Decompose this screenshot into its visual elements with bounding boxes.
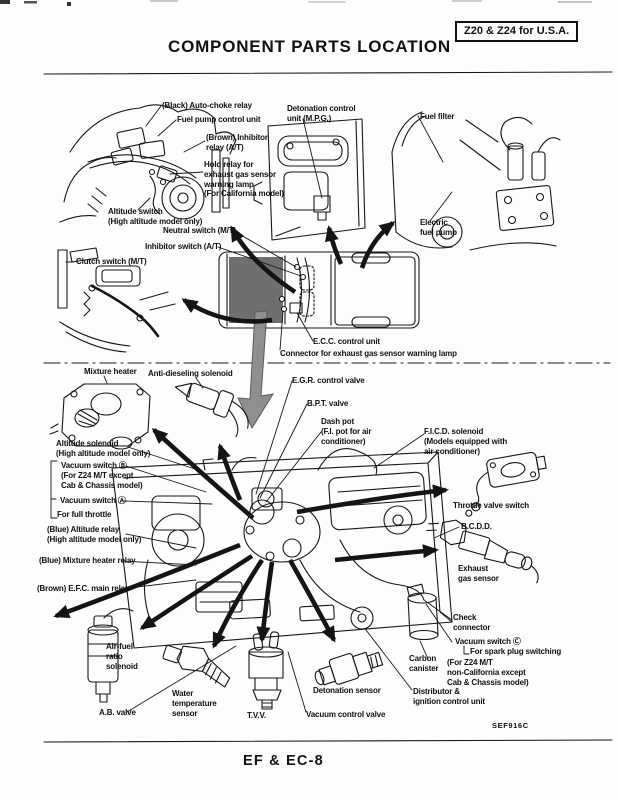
label-altitude-solenoid: Altitude solenoid (High altitude model o… xyxy=(56,439,151,458)
clutch-pedal-inset xyxy=(57,247,176,353)
label-egr-control-valve: E.G.R. control valve xyxy=(292,376,365,385)
label-fuel-pump-control-unit: Fuel pump control unit xyxy=(177,115,261,124)
label-auto-choke-relay: (Black) Auto-choke relay xyxy=(162,101,252,110)
label-clutch-switch: Clutch switch (M/T) xyxy=(76,257,147,266)
truck-top-view xyxy=(218,251,420,329)
mixture-heater-part xyxy=(49,383,151,450)
label-vacuum-switch-c: Vacuum switch Ⓒ xyxy=(455,637,521,646)
label-tvv: T.V.V. xyxy=(247,711,266,720)
label-dash-pot: Dash pot (F.I. pot for air conditioner) xyxy=(321,417,372,446)
label-bpt-valve: B.P.T. valve xyxy=(307,399,349,408)
label-ab-valve: A.B. valve xyxy=(99,708,136,717)
label-detonation-control-unit: Detonation control unit (M.P.G.) xyxy=(287,104,356,123)
label-brown-efc-main-relay: (Brown) E.F.C. main relay xyxy=(37,584,130,593)
label-altitude-switch: Altitude switch (High altitude model onl… xyxy=(108,207,203,226)
label-mixture-heater: Mixture heater xyxy=(84,367,137,376)
detonation-sensor-part xyxy=(314,651,384,686)
leader-lines xyxy=(50,105,470,713)
anti-dieseling-solenoid-part xyxy=(174,382,249,438)
label-ecc-control-unit: E.C.C. control unit xyxy=(313,337,380,346)
label-throttle-valve-switch: Throttle valve switch xyxy=(453,501,529,510)
label-blue-altitude-relay: (Blue) Altitude relay (High altitude mod… xyxy=(47,525,142,544)
exhaust-gas-sensor-part xyxy=(426,519,539,584)
water-temp-sensor-part xyxy=(162,645,231,688)
label-anti-dieseling-solenoid: Anti-dieseling solenoid xyxy=(148,369,233,378)
label-hold-relay: Hold relay for exhaust gas sensor warnin… xyxy=(204,160,284,199)
model-badge: Z20 & Z24 for U.S.A. xyxy=(455,21,579,42)
down-arrow-engine xyxy=(237,310,275,430)
label-blue-mixture-heater-relay: (Blue) Mixture heater relay xyxy=(39,556,136,565)
label-vacuum-switch-b: Vacuum switch Ⓑ (For Z24 M/T except Cab … xyxy=(61,461,143,490)
label-full-throttle: For full throttle xyxy=(57,510,112,519)
page-title: COMPONENT PARTS LOCATION xyxy=(168,37,452,56)
label-ficd-solenoid: F.I.C.D. solenoid (Models equipped with … xyxy=(424,427,508,456)
throttle-valve-switch-part xyxy=(465,451,547,517)
label-inhibitor-switch: Inhibitor switch (A/T) xyxy=(145,242,222,251)
detonation-unit-inset xyxy=(253,118,366,241)
label-distributor: Distributor & ignition control unit xyxy=(413,687,485,706)
label-neutral-switch: Neutral switch (M/T) xyxy=(163,226,237,235)
fuel-pump-inset xyxy=(391,111,561,251)
label-vacuum-control-valve: Vacuum control valve xyxy=(306,710,386,719)
label-warning-lamp-connector: Connector for exhaust gas sensor warning… xyxy=(280,349,457,358)
air-fuel-ratio-solenoid-part xyxy=(87,608,134,703)
label-carbon-canister: Carbon canister xyxy=(409,654,439,673)
label-vacuum-switch-a: Vacuum switch Ⓐ xyxy=(60,496,126,505)
label-spark-plug-switching: For spark plug switching xyxy=(470,647,562,656)
label-bcdd: B.C.D.D. xyxy=(461,522,492,531)
label-z24-exception: (For Z24 M/T non-California except Cab &… xyxy=(447,658,529,687)
page-reference: EF & EC-8 xyxy=(243,753,324,769)
label-inhibitor-relay: (Brown) Inhibitor relay (A/T) xyxy=(206,133,268,152)
label-detonation-sensor: Detonation sensor xyxy=(313,686,381,695)
tvv-part xyxy=(248,631,284,710)
label-water-temp-sensor: Water temperature sensor xyxy=(172,689,217,718)
label-check-connector: Check connector xyxy=(453,613,491,632)
footer-rule xyxy=(43,739,613,743)
relay-cowl-inset xyxy=(59,104,237,223)
label-fuel-filter: Fuel filter xyxy=(420,112,455,121)
label-exhaust-gas-sensor: Exhaust gas sensor xyxy=(458,564,499,583)
scan-artifacts xyxy=(0,0,592,6)
figure-code: SEF916C xyxy=(492,721,529,730)
header-rule xyxy=(43,71,613,75)
label-air-fuel-ratio-solenoid: Air-fuel ratio solenoid xyxy=(106,642,138,671)
label-electric-fuel-pump: Electric fuel pump xyxy=(420,218,457,237)
